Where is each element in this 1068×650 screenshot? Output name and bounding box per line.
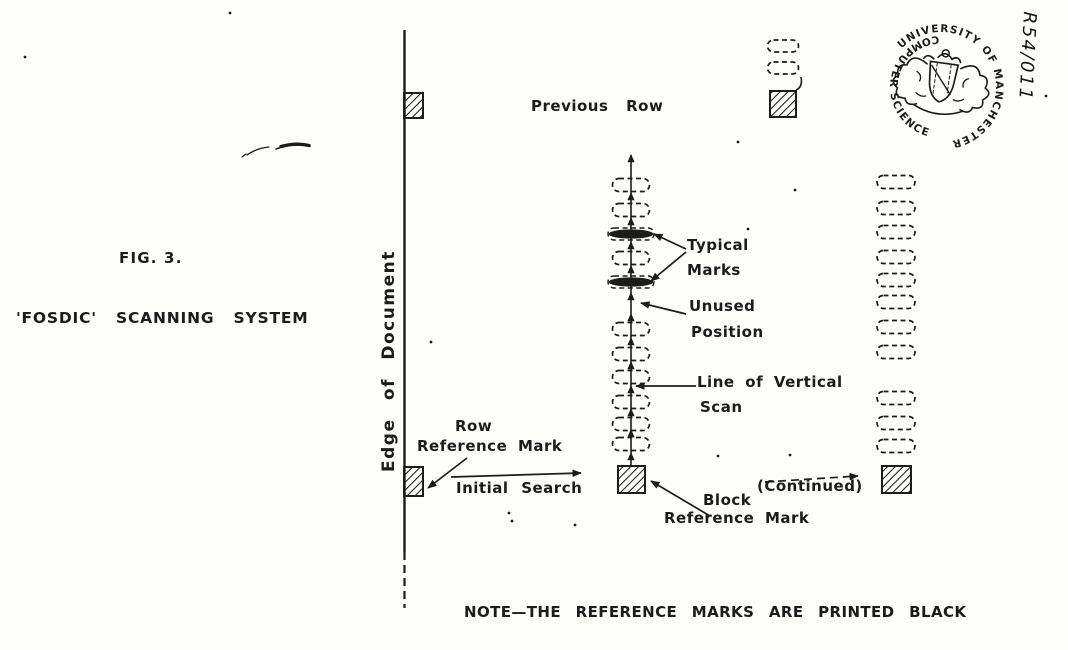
scan-smudge <box>241 142 311 158</box>
dashed-mark-position <box>876 224 916 240</box>
unused-position-label-line2: Position <box>691 323 764 341</box>
dashed-mark-position <box>876 319 916 335</box>
scan-direction-arrowhead <box>627 217 635 226</box>
university-stamp: UNIVERSITY OF MANCHESTER COMPUTER SCIENC… <box>880 16 1014 156</box>
row-reference-square-bottom <box>403 466 424 497</box>
svg-text:COMPUTER SCIENCE: COMPUTER SCIENCE <box>880 27 945 140</box>
scan-direction-arrowhead <box>627 337 635 346</box>
scan-direction-arrowhead <box>627 452 635 461</box>
scan-direction-arrowhead <box>627 154 635 163</box>
typical-marks-arrow-upper <box>653 233 687 250</box>
initial-search-arrow <box>450 469 582 478</box>
dashed-mark-position <box>766 61 800 75</box>
stamp-outer-arc-text: UNIVERSITY OF MANCHESTER <box>882 16 1014 156</box>
dashed-mark-position <box>611 416 651 432</box>
scan-speck <box>793 188 797 192</box>
scan-speck <box>1044 94 1048 98</box>
dashed-mark-position <box>611 202 651 218</box>
dashed-mark-position <box>611 177 651 193</box>
scan-direction-arrowhead <box>627 361 635 370</box>
dashed-mark-position <box>876 174 916 190</box>
scan-speck <box>716 454 720 458</box>
dashed-mark-position <box>876 272 916 288</box>
continued-label: (Continued) <box>757 477 863 495</box>
continued-arrow <box>764 472 859 483</box>
scan-direction-arrowhead <box>627 192 635 201</box>
typical-marks-label-line2: Marks <box>687 261 741 279</box>
block-reference-square <box>617 465 646 494</box>
dashed-mark-position <box>611 346 651 362</box>
scan-speck <box>746 227 750 231</box>
block-reference-mark-label-line1: Block <box>703 491 752 509</box>
unused-position-arrow <box>640 301 687 315</box>
scan-direction-arrowhead <box>627 313 635 322</box>
figure-number-label: FIG. 3. <box>119 249 183 267</box>
dashed-mark-position <box>611 436 651 452</box>
scan-speck <box>429 340 433 344</box>
scan-speck <box>788 453 792 457</box>
typical-marks-label-line1: Typical <box>687 236 749 254</box>
reference-marks-note: NOTE—THE REFERENCE MARKS ARE PRINTED BLA… <box>464 603 967 621</box>
typical-mark-outline <box>607 275 655 289</box>
dashed-mark-position <box>611 321 651 337</box>
scan-direction-arrowhead <box>627 408 635 417</box>
pen-stroke <box>795 76 803 91</box>
unused-position-label-line1: Unused <box>689 297 756 315</box>
scan-speck <box>507 511 511 515</box>
scan-direction-arrowhead <box>627 265 635 274</box>
row-reference-arrow <box>427 457 468 489</box>
previous-row-reference-square <box>769 90 797 118</box>
typical-marks-arrow-lower <box>650 251 687 282</box>
line-of-vertical-scan-label-line1: Line of Vertical <box>697 373 843 391</box>
scan-speck <box>736 140 740 144</box>
dashed-mark-position <box>876 344 916 360</box>
typical-mark-fill <box>608 277 654 287</box>
block-reference-arrow <box>650 480 711 517</box>
block-reference-mark-label-line2: Reference Mark <box>664 509 810 527</box>
typical-mark-fill <box>608 229 654 239</box>
edge-of-document-label: Edge of Document <box>379 250 399 472</box>
scan-direction-arrowhead <box>627 385 635 394</box>
scan-speck <box>510 519 514 523</box>
dashed-mark-position <box>876 438 916 454</box>
row-reference-square-top <box>403 92 424 119</box>
line-of-vertical-scan-label-line2: Scan <box>700 398 743 416</box>
scan-direction-arrowhead <box>627 429 635 438</box>
svg-text:UNIVERSITY OF MANCHESTER: UNIVERSITY OF MANCHESTER <box>882 16 1014 156</box>
dashed-mark-position <box>766 39 800 53</box>
dashed-mark-position <box>611 369 651 385</box>
dashed-mark-position <box>876 294 916 310</box>
dashed-mark-position <box>611 250 651 266</box>
dashed-mark-position <box>876 415 916 431</box>
handwritten-shelf-mark: R54/011 <box>1014 11 1040 102</box>
scan-speck <box>573 523 577 527</box>
previous-row-label: Previous Row <box>531 97 664 115</box>
block-reference-square-continued <box>881 465 912 494</box>
dashed-mark-position <box>876 200 916 216</box>
scan-speck <box>23 55 27 59</box>
stamp-inner-arc-text: COMPUTER SCIENCE <box>880 27 945 140</box>
dashed-mark-position <box>611 394 651 410</box>
scan-direction-arrowhead <box>627 292 635 301</box>
scan-speck <box>228 11 232 15</box>
scan-direction-arrowhead <box>627 241 635 250</box>
row-reference-mark-label-line2: Reference Mark <box>417 437 563 455</box>
dashed-mark-position <box>876 249 916 265</box>
dashed-mark-position <box>876 390 916 406</box>
figure-title: 'FOSDIC' SCANNING SYSTEM <box>16 309 309 327</box>
stamp-crest <box>892 49 990 116</box>
row-reference-mark-label-line1: Row <box>455 417 493 435</box>
initial-search-label: Initial Search <box>456 479 583 497</box>
